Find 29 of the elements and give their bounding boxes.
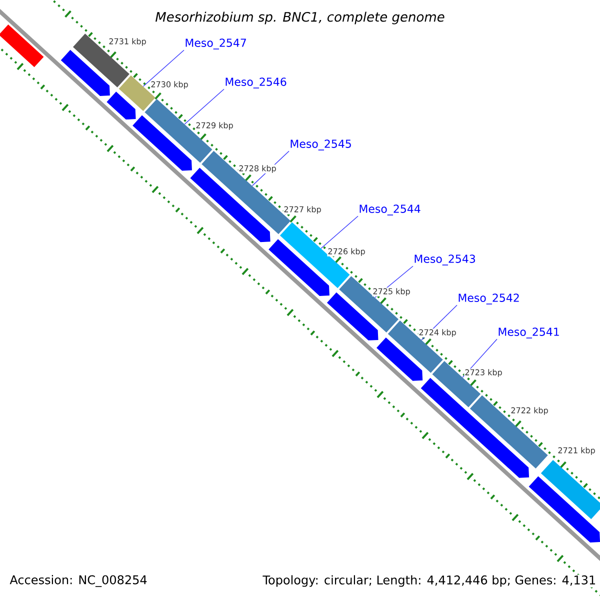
tick-label: 2728 kbp	[238, 164, 277, 174]
gene-label: Meso_2544	[360, 204, 420, 216]
tick-label: 2730 kbp	[150, 80, 189, 90]
tick-label: 2729 kbp	[195, 122, 234, 130]
tick-label: 2721 kbp	[557, 446, 596, 456]
gene-label: Meso_2545	[290, 140, 351, 150]
tick-label: 2726 kbp	[327, 248, 366, 256]
gene-bar	[470, 395, 548, 469]
tick-label: 2731 kbp	[108, 38, 147, 46]
leader-line	[184, 88, 224, 124]
gene-bar	[388, 320, 443, 373]
gene-label: Meso_2541	[498, 328, 559, 338]
tick-label: 2722 kbp	[510, 406, 549, 416]
gene-label: Meso_2542	[458, 294, 519, 304]
tick-label: 2724 kbp	[418, 328, 457, 338]
footer-text: Topology: circular; Length: 4,412,446 bp; Genes: 4,131	[262, 574, 597, 588]
gene-label: Meso_2543	[414, 254, 476, 266]
footer-text: Accession: NC_008254	[9, 574, 148, 588]
leader-line	[320, 216, 358, 249]
title: Mesorhizobium sp. BNC1, complete genome	[156, 12, 444, 24]
gene-bar	[72, 34, 130, 88]
gene-bar	[280, 222, 350, 288]
gene-bar	[540, 460, 600, 520]
tick-label: 2727 kbp	[283, 206, 322, 214]
gene-label: Meso_2547	[186, 38, 246, 50]
gene-label: Meso_2546	[226, 78, 286, 88]
tick-label: 2725 kbp	[372, 288, 411, 296]
tick-label: 2723 kbp	[464, 368, 503, 378]
leader-line	[142, 50, 184, 87]
